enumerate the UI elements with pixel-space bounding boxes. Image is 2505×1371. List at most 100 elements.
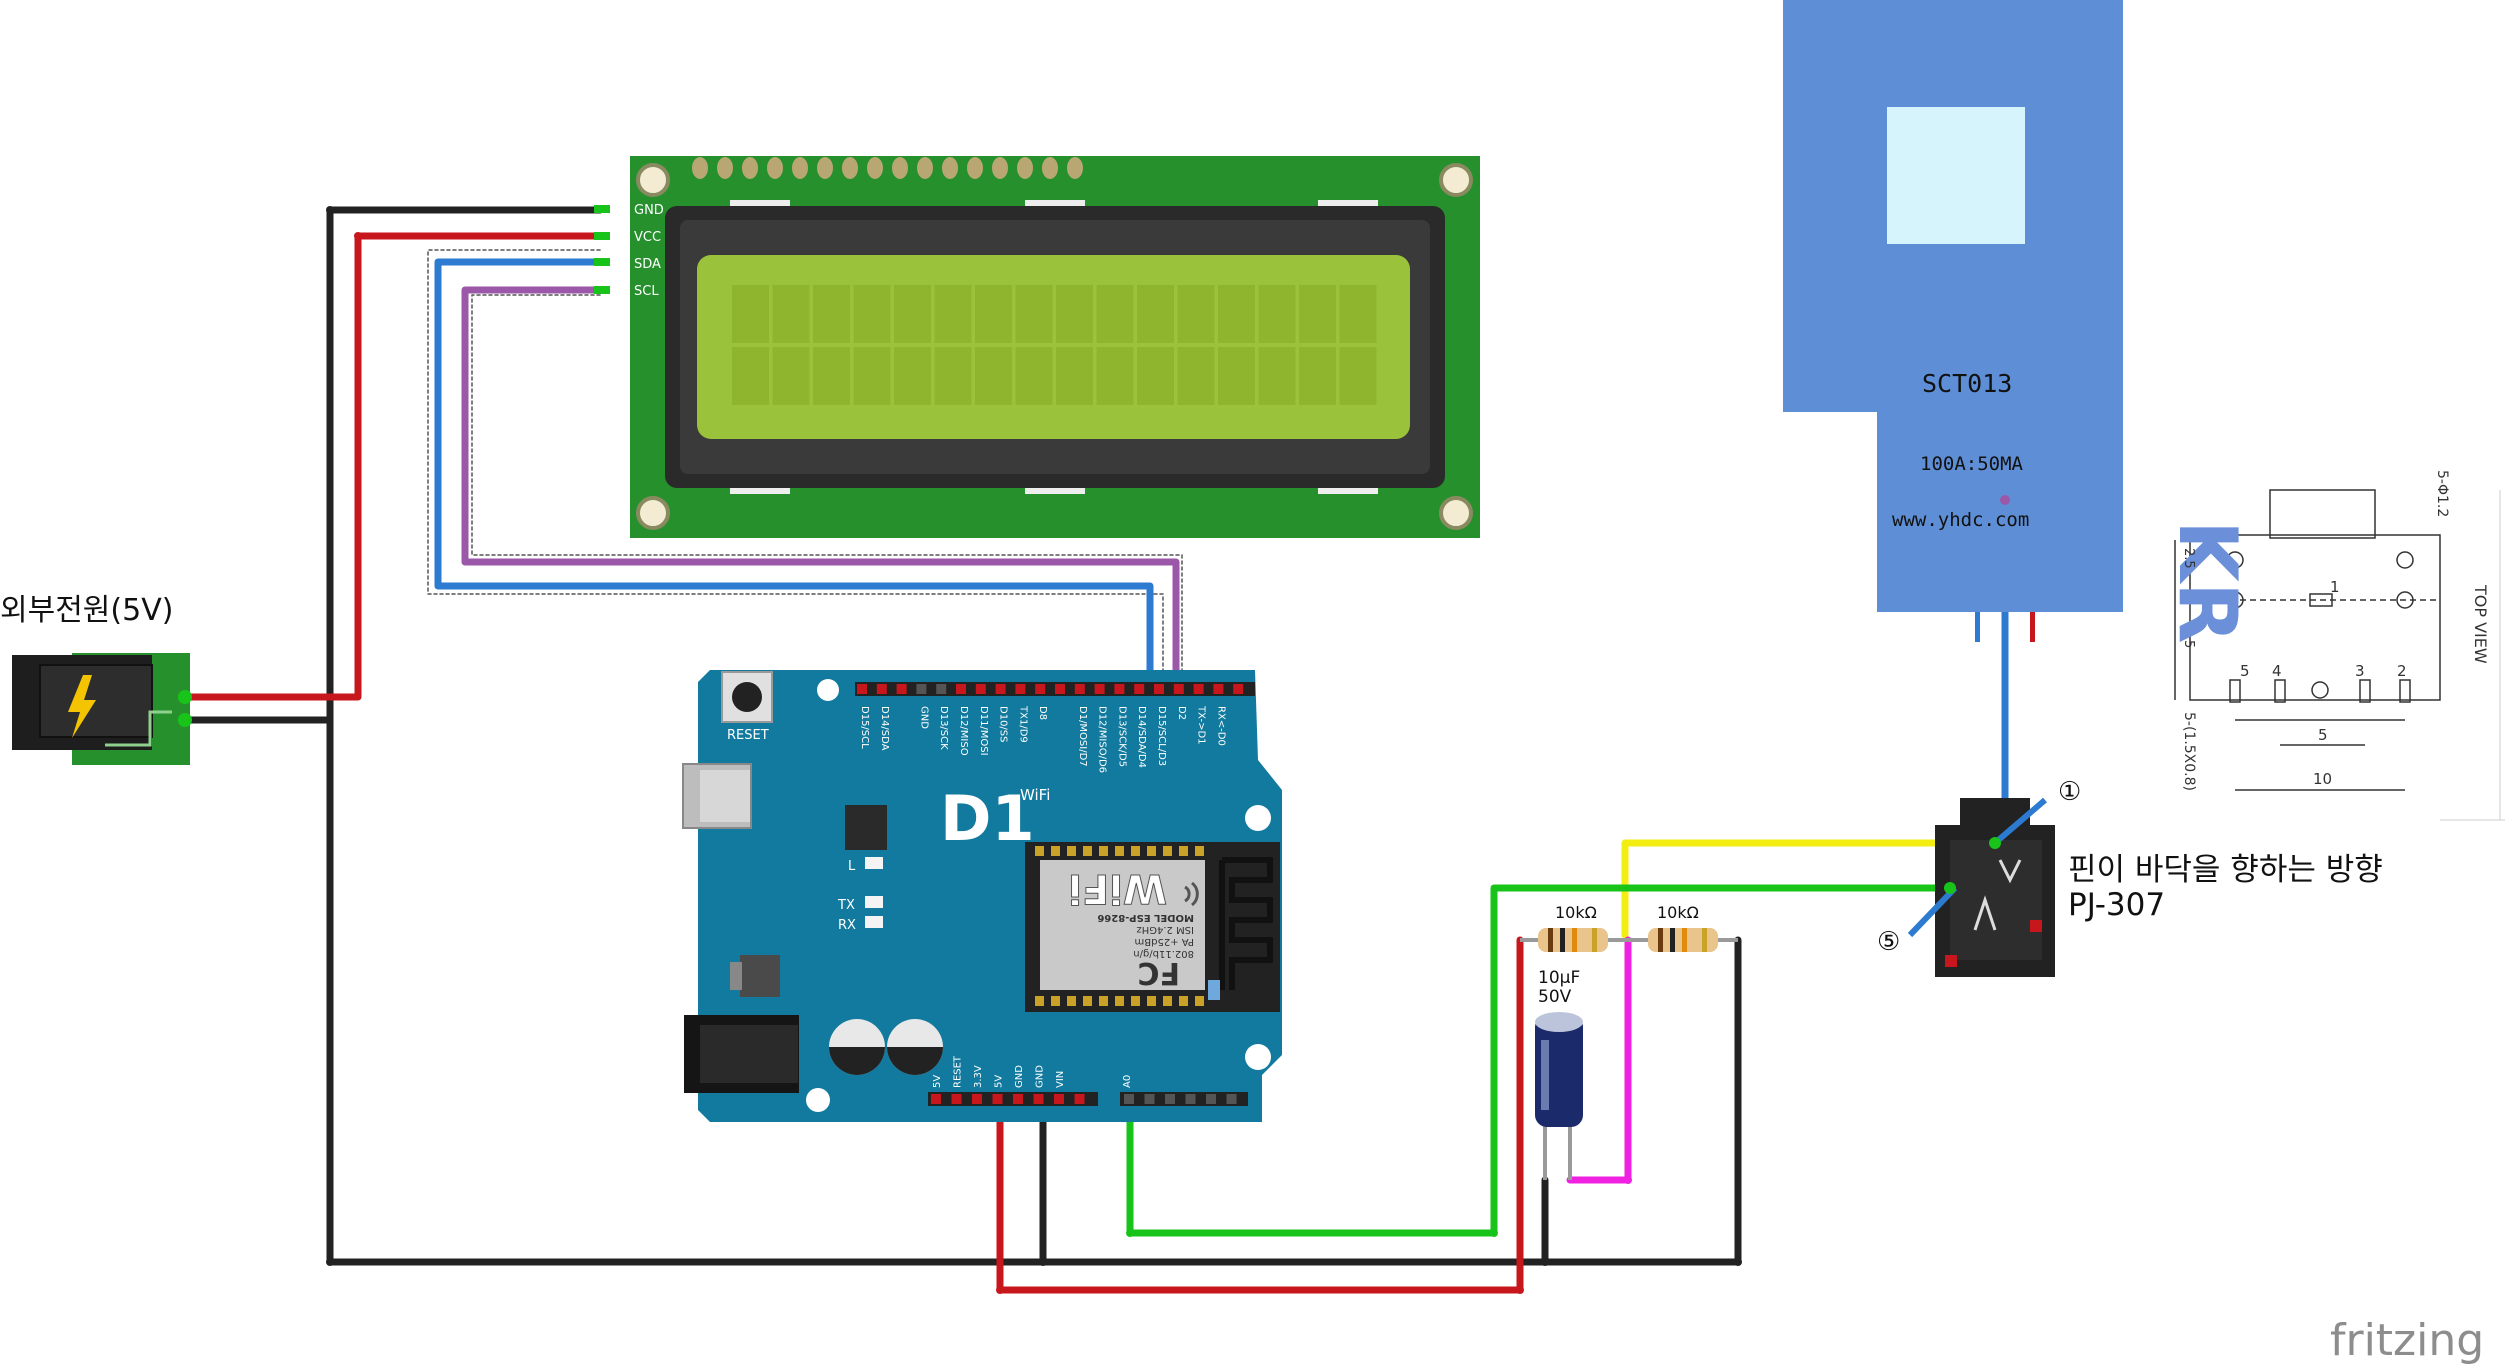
top-pin-label: TX->D1	[1196, 705, 1207, 745]
header-pin	[1013, 1094, 1023, 1104]
wire-scl-purple	[461, 286, 1180, 690]
drawing-hole	[2396, 591, 2414, 609]
lcd-cell	[1137, 347, 1174, 405]
lcd-cell	[1177, 285, 1215, 343]
jack-pin5-marker: ⑤	[1877, 927, 1900, 957]
board-logo: D1	[940, 782, 1035, 855]
esp-module-pads	[1035, 846, 1204, 1006]
esp-pad	[1083, 996, 1092, 1006]
top-pin-label: D14/SDA	[879, 706, 890, 751]
lcd-cell	[772, 347, 810, 405]
sensor-name: SCT013	[1922, 369, 2012, 398]
lcd-cell	[1096, 347, 1134, 405]
lcd-cell	[1056, 285, 1093, 343]
sensor-url: www.yhdc.com	[1892, 509, 2029, 531]
voltage-regulator-tab	[730, 962, 742, 990]
drawing-dim-5-b: 5	[2181, 640, 2196, 648]
header-pin	[1033, 1094, 1044, 1104]
lcd-header-pin	[692, 157, 708, 179]
wire-yellow	[1621, 839, 1999, 939]
jack-pin-1-line	[1993, 797, 2047, 846]
sensor-wire-point	[2000, 495, 2010, 505]
bottom-pin-label: GND	[1014, 1065, 1025, 1088]
header-pin	[1226, 1094, 1237, 1104]
resistor-1-label: 10kΩ	[1555, 903, 1597, 922]
header-pin	[1154, 684, 1164, 694]
header-pin	[972, 1094, 982, 1104]
drawing-dim-5: 5	[2318, 726, 2328, 744]
jack-pin-point	[1944, 882, 1956, 894]
lcd-cell	[1177, 347, 1215, 405]
lcd-display-module: GND VCC SDA SCL	[594, 156, 1480, 538]
header-pin	[1165, 1094, 1175, 1104]
header-pin	[951, 1094, 962, 1104]
top-pin-label: GND	[918, 706, 929, 729]
esp8266-module: FC 802.11b/g/n PA +25dBm ISM 2.4GHz MODE…	[1025, 842, 1280, 1012]
lcd-cell	[1299, 347, 1336, 405]
esp-pad	[1179, 996, 1188, 1006]
esp-model: MODEL ESP-8266	[1097, 912, 1194, 923]
header-pin	[1233, 684, 1244, 694]
lcd-header-pin	[867, 157, 883, 179]
jack-face	[1950, 840, 2042, 960]
capacitor-voltage: 50V	[1538, 987, 1572, 1007]
esp-pad	[1067, 846, 1076, 856]
esp-pad	[1099, 846, 1108, 856]
lcd-cell	[934, 347, 972, 405]
esp-freq: ISM 2.4GHz	[1136, 924, 1194, 935]
top-pin-label: D1/MOSI/D7	[1077, 706, 1088, 767]
lcd-pin-scl-label: SCL	[634, 284, 659, 299]
lcd-mount-hole	[636, 163, 670, 197]
lcd-character-cells	[732, 285, 1377, 405]
wire-3v3-red	[996, 936, 1524, 1294]
lcd-pin	[594, 205, 610, 213]
lcd-cell	[1218, 285, 1255, 343]
lcd-header-pins	[692, 157, 1083, 179]
resistor-2-label: 10kΩ	[1657, 903, 1699, 922]
lcd-pin-sda-label: SDA	[634, 257, 661, 272]
board-mount-hole	[817, 679, 839, 701]
top-pin-label: D12/MISO	[958, 706, 969, 756]
drawing-pad	[2274, 679, 2286, 703]
power-jack-pin	[178, 690, 192, 704]
header-pin	[1074, 1094, 1085, 1104]
esp-pad	[1051, 996, 1060, 1006]
lcd-pin	[594, 258, 610, 266]
header-pin	[857, 684, 867, 694]
drawing-pin-1: 1	[2330, 578, 2340, 596]
board-mount-hole	[806, 1088, 830, 1112]
board-capacitor-mark	[887, 1047, 943, 1075]
header-pin	[936, 684, 947, 694]
lcd-header-pin	[842, 157, 858, 179]
lcd-cell	[894, 347, 931, 405]
resistor-2: 10kΩ	[1628, 903, 1738, 952]
esp-pad	[1099, 996, 1108, 1006]
power-label: 외부전원(5V)	[0, 593, 173, 628]
drawing-pad	[2309, 593, 2333, 607]
drawing-outline	[2189, 534, 2441, 701]
drawing-labels: KR TOP VIEW 5-Φ1.2 5-(1.5X0.8) 10 5 2.5 …	[2161, 470, 2490, 791]
lcd-cell	[1137, 285, 1174, 343]
drawing-hole	[2226, 551, 2244, 569]
lcd-header-pin	[742, 157, 758, 179]
wire-sda-blue	[434, 258, 1154, 690]
sensor-lead	[2030, 612, 2035, 642]
lcd-header-pin	[892, 157, 908, 179]
header-pin	[1193, 684, 1204, 694]
led-l	[865, 857, 883, 869]
header-pin	[1206, 1094, 1216, 1104]
lcd-header-pin	[942, 157, 958, 179]
lcd-header-pin	[767, 157, 783, 179]
junction	[1490, 1229, 1498, 1237]
esp-pad	[1195, 996, 1204, 1006]
junction	[1541, 1258, 1549, 1266]
bottom-pin-label: GND	[1035, 1065, 1046, 1088]
junction	[326, 1258, 334, 1266]
lcd-clip	[1318, 488, 1378, 494]
drawing-hole	[2396, 551, 2414, 569]
lcd-cell	[813, 285, 850, 343]
lightning-icon	[68, 675, 96, 738]
header-pin	[931, 1094, 941, 1104]
